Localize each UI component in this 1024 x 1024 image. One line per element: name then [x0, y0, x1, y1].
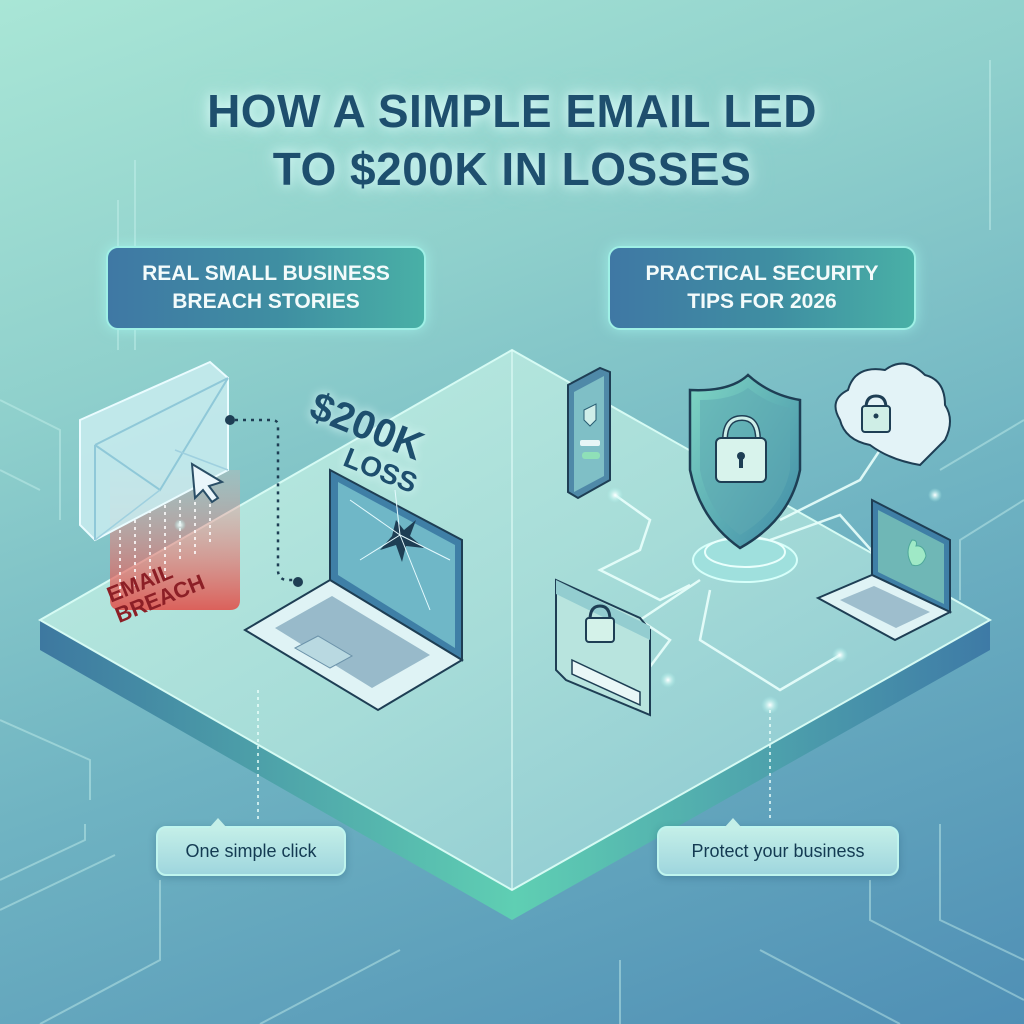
- section-label-security-tips: PRACTICAL SECURITY TIPS FOR 2026: [608, 246, 916, 330]
- callout-one-simple-click: One simple click: [156, 818, 346, 876]
- envelope-icon: [79, 360, 229, 542]
- section-label-breach-stories: REAL SMALL BUSINESS BREACH STORIES: [106, 246, 426, 330]
- callout-protect-business: Protect your business: [657, 818, 899, 876]
- phone-lock-icon: [567, 366, 611, 500]
- title-line-2: TO $200K IN LOSSES: [272, 143, 752, 195]
- shield-lock-icon: [688, 373, 802, 550]
- cloud-lock-icon: [834, 362, 951, 467]
- section-right-line-2: TIPS FOR 2026: [687, 290, 837, 313]
- firewall-laptop-icon: [815, 498, 953, 642]
- broken-laptop-icon: [243, 468, 464, 712]
- section-left-line-2: BREACH STORIES: [172, 290, 360, 313]
- cursor-icon: [190, 462, 225, 504]
- section-left-line-1: REAL SMALL BUSINESS: [142, 262, 390, 285]
- browser-lock-icon: [555, 578, 651, 717]
- section-right-line-1: PRACTICAL SECURITY: [645, 262, 879, 285]
- title-line-1: HOW A SIMPLE EMAIL LED: [207, 85, 817, 137]
- page-title: HOW A SIMPLE EMAIL LED TO $200K IN LOSSE…: [0, 82, 1024, 198]
